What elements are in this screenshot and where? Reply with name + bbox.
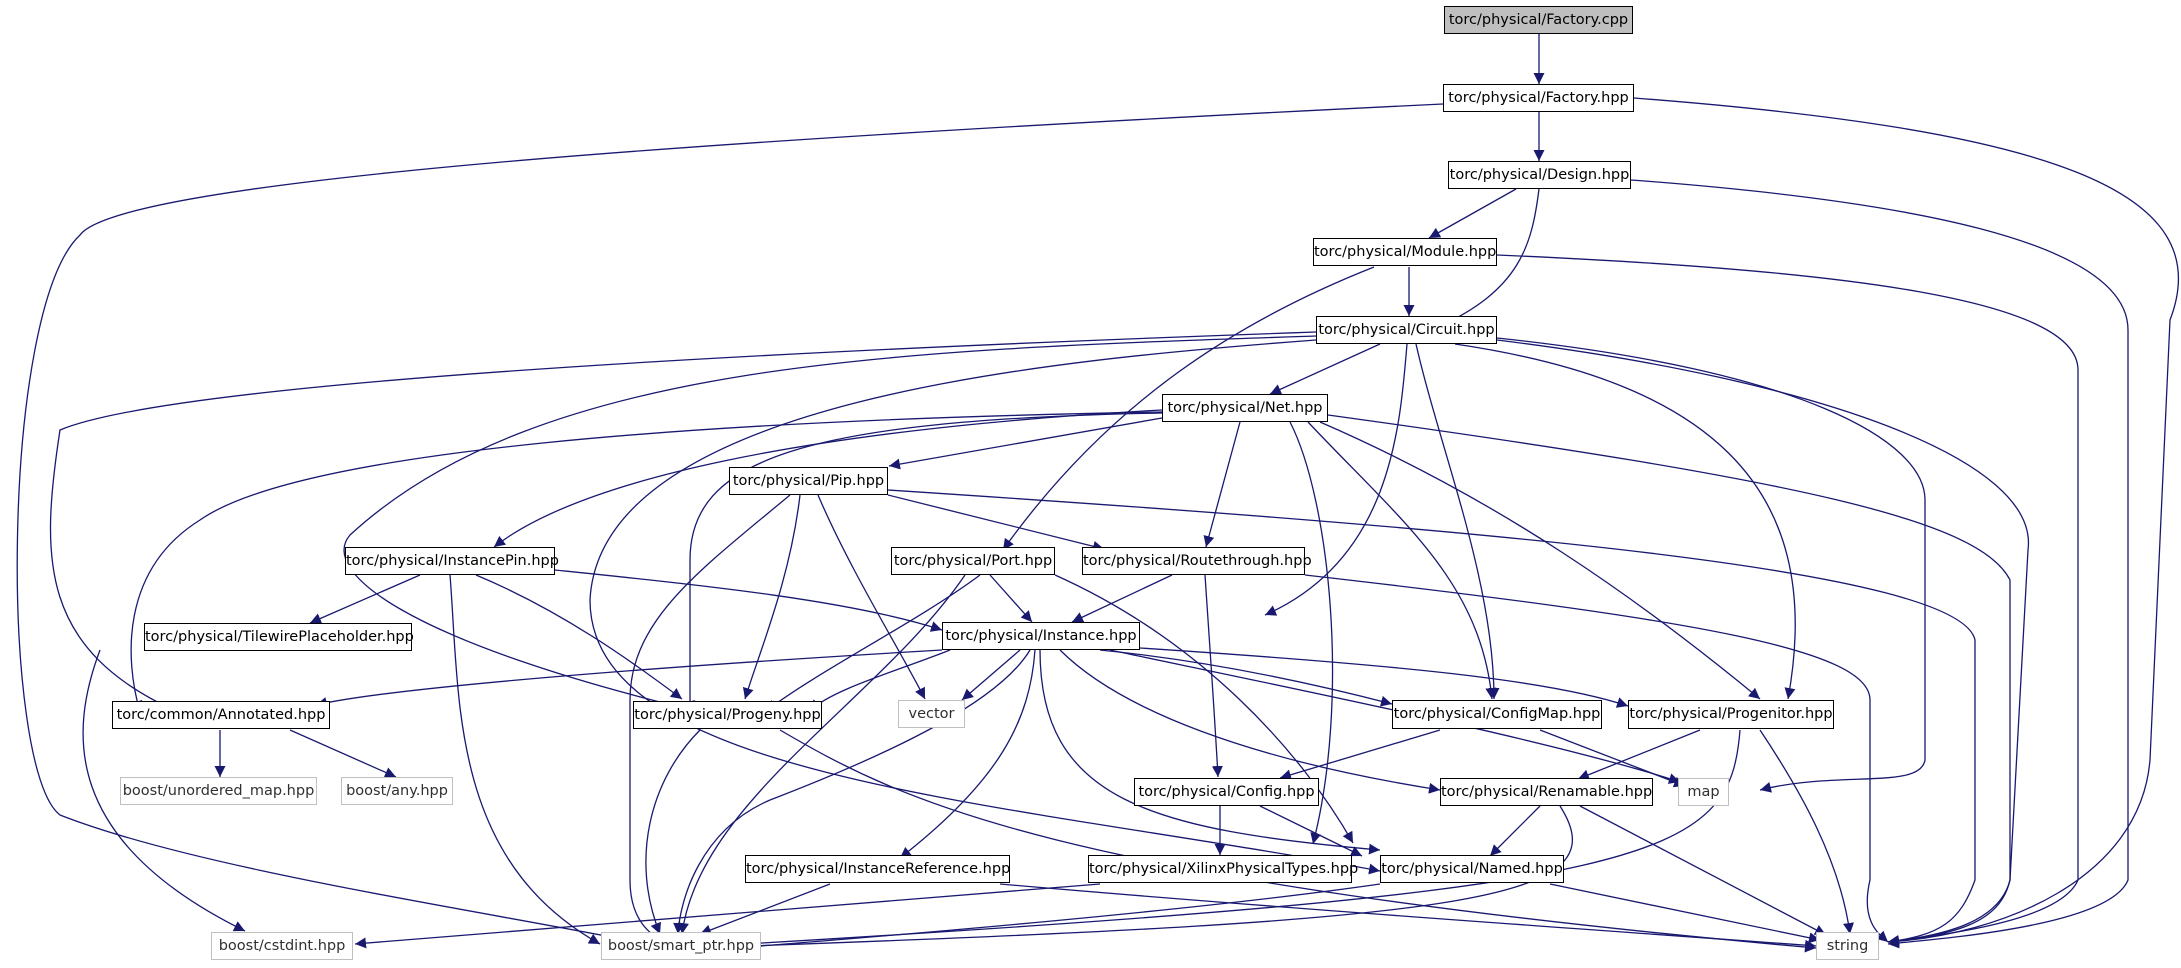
node-named-hpp[interactable]: torc/physical/Named.hpp <box>1380 855 1564 883</box>
edge-circuit-hpp-string <box>1496 339 2030 947</box>
edge-routethrough-hpp-config-hpp <box>1204 574 1223 778</box>
edge-port-hpp-smart-ptr <box>678 574 966 935</box>
edge-module-hpp-port-hpp <box>1002 266 1375 551</box>
node-routethrough-hpp[interactable]: torc/physical/Routethrough.hpp <box>1082 547 1312 575</box>
edge-progeny-hpp-string <box>779 729 1817 953</box>
edge-pip-hpp-routethrough-hpp <box>887 494 1105 552</box>
edge-circuit-hpp-net-hpp <box>1269 343 1381 395</box>
node-instance-hpp[interactable]: torc/physical/Instance.hpp <box>942 622 1140 650</box>
node-annotated-hpp[interactable]: torc/common/Annotated.hpp <box>112 701 330 729</box>
edge-circuit-hpp-named-hpp <box>589 339 1381 875</box>
edge-instance-hpp-named-hpp <box>1039 649 1381 855</box>
edge-instancepin-hpp-progeny-hpp <box>475 574 683 700</box>
edge-config-hpp-named-hpp <box>1259 805 1363 857</box>
edge-circuit-hpp-map <box>1496 337 1926 793</box>
edge-routethrough-hpp-string <box>1304 574 1889 943</box>
edge-pip-hpp-string <box>887 489 1976 946</box>
edge-design-hpp-circuit-hpp <box>1437 188 1540 328</box>
edge-configmap-hpp-map <box>1539 729 1686 788</box>
edge-progenitor-hpp-smart-ptr <box>744 729 1741 949</box>
edge-port-hpp-progeny-hpp <box>765 574 981 712</box>
node-factory-hpp[interactable]: torc/physical/Factory.hpp <box>1443 84 1634 112</box>
edge-circuit-hpp-progenitor-hpp <box>1454 343 1796 700</box>
node-factory-cpp: torc/physical/Factory.cpp <box>1444 6 1633 34</box>
edge-instancepin-hpp-tilewire-hpp <box>309 574 421 624</box>
edge-renamable-hpp-string <box>1579 805 1827 936</box>
node-progeny-hpp[interactable]: torc/physical/Progeny.hpp <box>633 701 822 729</box>
edge-routethrough-hpp-instance-hpp <box>1071 574 1173 623</box>
edge-circuit-hpp-progeny-hpp <box>343 335 1317 715</box>
edge-instance-hpp-annotated-hpp <box>315 649 943 708</box>
edge-circuit-hpp-instance-hpp <box>1264 343 1408 616</box>
edge-instance-hpp-renamable-hpp <box>1059 649 1441 794</box>
edge-factory-hpp-smart-ptr <box>16 103 1444 952</box>
node-tilewire-hpp[interactable]: torc/physical/TilewirePlaceholder.hpp <box>144 623 414 651</box>
edge-named-hpp-smart-ptr <box>747 883 1381 952</box>
node-instanceref-hpp[interactable]: torc/physical/InstanceReference.hpp <box>745 855 1010 883</box>
node-unordered-map: boost/unordered_map.hpp <box>120 777 317 805</box>
node-renamable-hpp[interactable]: torc/physical/Renamable.hpp <box>1440 778 1653 806</box>
edge-net-hpp-string <box>1327 414 2011 947</box>
edge-configmap-hpp-config-hpp <box>1279 729 1441 781</box>
edge-module-hpp-string <box>1496 254 2079 946</box>
node-module-hpp[interactable]: torc/physical/Module.hpp <box>1313 238 1497 266</box>
node-instancepin-hpp[interactable]: torc/physical/InstancePin.hpp <box>345 547 559 575</box>
edge-design-hpp-module-hpp <box>1428 188 1517 239</box>
edge-renamable-hpp-named-hpp <box>1489 805 1541 857</box>
node-net-hpp[interactable]: torc/physical/Net.hpp <box>1162 394 1328 422</box>
edge-net-hpp-instancepin-hpp <box>493 409 1163 548</box>
edge-design-hpp-string <box>1630 179 2129 949</box>
edge-net-hpp-named-hpp <box>1289 421 1334 845</box>
node-smart-ptr-hpp: boost/smart_ptr.hpp <box>601 932 761 960</box>
edge-annotated-hpp-any-hpp <box>289 729 397 778</box>
edge-progenitor-hpp-string <box>1759 729 1854 935</box>
edge-instanceref-hpp-smart-ptr <box>699 883 831 936</box>
node-any-hpp: boost/any.hpp <box>341 777 453 805</box>
edge-circuit-hpp-annotated-hpp <box>49 331 1317 713</box>
node-pip-hpp[interactable]: torc/physical/Pip.hpp <box>729 467 888 495</box>
node-circuit-hpp[interactable]: torc/physical/Circuit.hpp <box>1316 316 1497 344</box>
node-cstdint-hpp: boost/cstdint.hpp <box>211 932 353 960</box>
edge-pip-hpp-smart-ptr <box>629 494 791 945</box>
edge-instance-hpp-vector <box>961 649 1021 701</box>
node-configmap-hpp[interactable]: torc/physical/ConfigMap.hpp <box>1392 700 1602 729</box>
node-xilinxtypes-hpp[interactable]: torc/physical/XilinxPhysicalTypes.hpp <box>1088 855 1358 883</box>
node-string: string <box>1816 932 1879 960</box>
edge-pip-hpp-vector <box>817 494 926 700</box>
edge-pip-hpp-progeny-hpp <box>742 494 801 700</box>
edge-instance-hpp-configmap-hpp <box>1099 649 1393 707</box>
node-map: map <box>1678 778 1729 806</box>
edge-instancepin-hpp-instance-hpp <box>554 569 943 632</box>
edge-net-hpp-routethrough-hpp <box>1203 421 1241 548</box>
edge-port-hpp-instance-hpp <box>989 574 1033 623</box>
node-vector: vector <box>898 700 965 728</box>
node-design-hpp[interactable]: torc/physical/Design.hpp <box>1448 161 1631 189</box>
edge-instanceref-hpp-string <box>999 883 1817 951</box>
edge-progeny-hpp-smart-ptr <box>645 729 701 935</box>
node-progenitor-hpp[interactable]: torc/physical/Progenitor.hpp <box>1628 700 1834 729</box>
edge-instance-hpp-instanceref-hpp <box>899 649 1036 859</box>
edge-instancepin-hpp-smart-ptr <box>449 574 601 945</box>
edge-renamable-hpp-smart-ptr <box>747 805 1574 952</box>
node-config-hpp[interactable]: torc/physical/Config.hpp <box>1134 778 1319 806</box>
edge-net-hpp-progenitor-hpp <box>1319 421 1761 700</box>
edge-named-hpp-string <box>1549 883 1821 944</box>
edge-net-hpp-pip-hpp <box>888 417 1163 470</box>
edge-tilewire-hpp-cstdint <box>82 649 246 932</box>
edge-instance-hpp-smart-ptr <box>673 649 1031 935</box>
node-port-hpp[interactable]: torc/physical/Port.hpp <box>891 547 1055 575</box>
edge-instance-hpp-progenitor-hpp <box>1139 647 1629 708</box>
edge-net-hpp-annotated-hpp <box>130 411 1163 713</box>
edge-circuit-hpp-configmap-hpp <box>1415 343 1500 700</box>
edge-progenitor-hpp-renamable-hpp <box>1577 729 1701 781</box>
edge-net-hpp-configmap-hpp <box>1307 421 1497 700</box>
edge-factory-hpp-string <box>1633 97 2180 947</box>
edge-xilinxtypes-hpp-cstdint <box>354 883 1101 949</box>
